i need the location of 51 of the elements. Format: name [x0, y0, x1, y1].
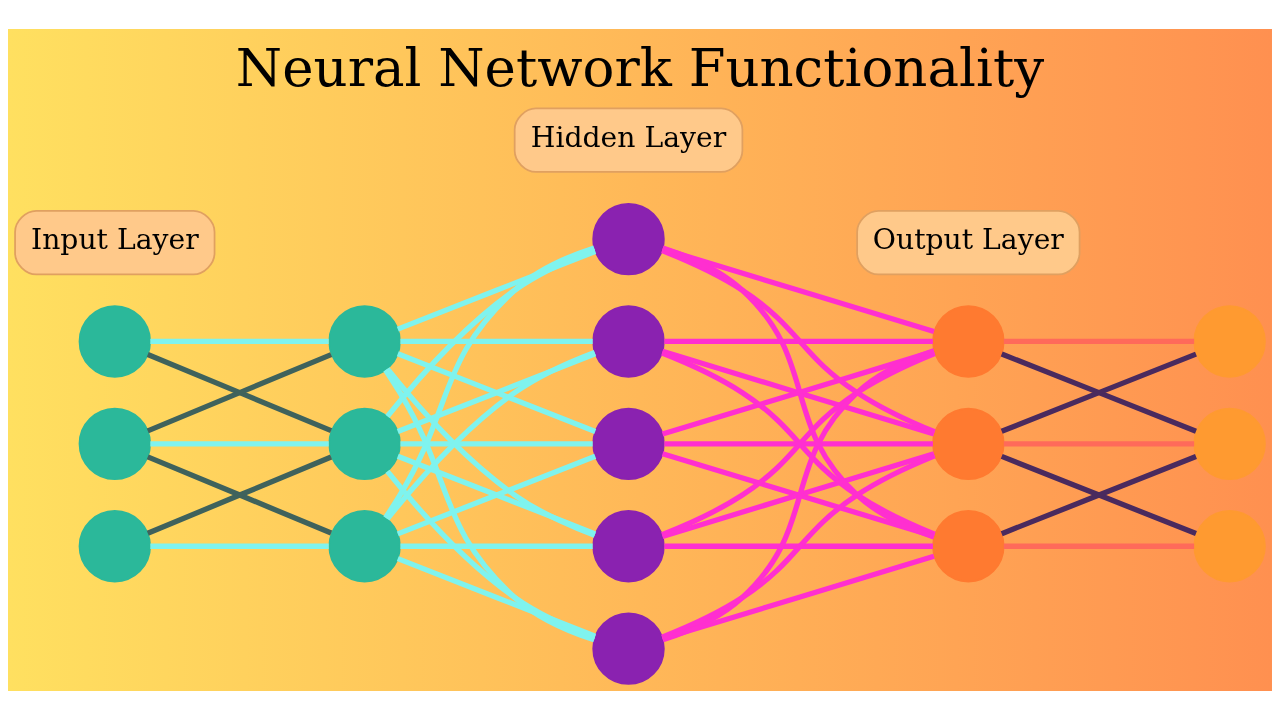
- connector: [396, 556, 597, 639]
- connector: [664, 338, 933, 345]
- diagram-title: Neural Network Functionality: [235, 36, 1045, 98]
- node-box: Hidden Layer: [513, 107, 744, 173]
- connector: [383, 245, 595, 520]
- connector: [661, 553, 935, 642]
- connector: [150, 338, 329, 345]
- node-circle: [78, 305, 151, 378]
- node-circle: [592, 202, 665, 276]
- node-circle: [328, 407, 401, 481]
- node-circle: [328, 510, 401, 583]
- connector: [385, 349, 596, 521]
- node-circle: [592, 407, 665, 481]
- node-circle: [1193, 510, 1266, 583]
- node-circle: [78, 407, 151, 481]
- connector: [396, 351, 597, 434]
- node-circle: [932, 407, 1005, 481]
- connector: [662, 245, 935, 540]
- node-circle: [592, 612, 665, 685]
- node-circle: [932, 305, 1005, 378]
- node-circle: [1193, 407, 1266, 481]
- connector: [661, 453, 936, 640]
- node-circle: [1193, 305, 1266, 378]
- connector: [383, 368, 595, 643]
- connector: [1003, 338, 1195, 345]
- connector: [661, 348, 935, 437]
- connector: [1003, 441, 1195, 447]
- connector: [400, 543, 593, 549]
- connector: [385, 367, 596, 538]
- connector: [396, 453, 597, 537]
- connector: [150, 441, 329, 447]
- connector: [146, 352, 333, 434]
- connector: [664, 441, 933, 447]
- connector: [662, 348, 935, 643]
- connector: [661, 451, 935, 539]
- node-circle: [592, 305, 665, 378]
- connector: [385, 469, 596, 641]
- node-circle: [592, 510, 665, 583]
- node-box: Output Layer: [856, 209, 1081, 276]
- connector: [1003, 543, 1195, 549]
- connector: [1000, 351, 1197, 434]
- connector: [146, 454, 333, 536]
- node-circle: [932, 510, 1005, 583]
- connector: [664, 543, 933, 549]
- connector: [400, 338, 593, 345]
- node-circle: [328, 305, 401, 378]
- connector: [400, 441, 593, 447]
- connector: [661, 248, 936, 435]
- node-box: Input Layer: [14, 209, 216, 276]
- node-circle: [78, 510, 151, 583]
- connector: [150, 543, 329, 549]
